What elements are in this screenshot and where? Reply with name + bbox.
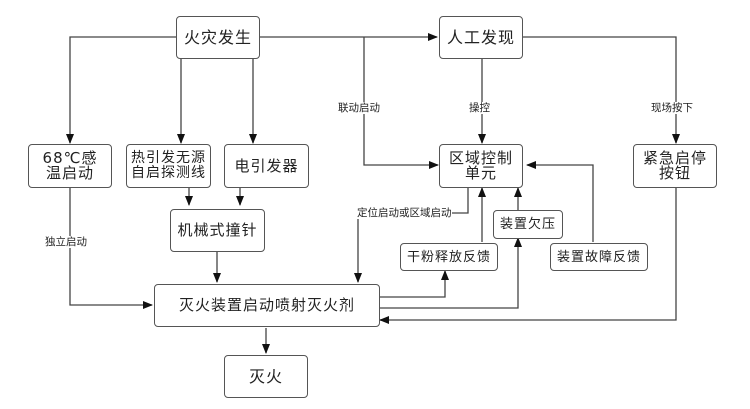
edge-fault-to-zone — [526, 161, 594, 242]
node-temp-sensor: 68℃感 温启动 — [28, 144, 112, 188]
node-emergency-button: 紧急启停 按钮 — [633, 144, 717, 188]
edge-button-to-spray — [379, 187, 677, 324]
label-press-on-site: 现场按下 — [651, 102, 693, 114]
node-mech-pin: 机械式撞针 — [170, 209, 265, 252]
edge-spray-to-powder — [380, 270, 449, 298]
label-independent-start: 独立启动 — [45, 236, 87, 248]
node-heat-wire: 热引发无源 自启探测线 — [126, 144, 211, 188]
node-device-spray: 灭火装置启动喷射灭火剂 — [154, 284, 380, 327]
edge-linkage-to-zone — [363, 37, 439, 169]
edge-spray-to-undervoltage — [380, 237, 522, 309]
edge-manual-to-button — [523, 36, 680, 144]
node-fault-feedback: 装置故障反馈 — [550, 243, 648, 271]
edge-fire-to-temp — [66, 36, 176, 144]
node-zone-control: 区域控制 单元 — [439, 144, 523, 188]
label-position-or-zone-start: 定位启动或区域启动 — [357, 207, 452, 219]
node-undervoltage: 装置欠压 — [493, 210, 563, 239]
node-fire-occurs: 火灾发生 — [176, 16, 260, 59]
node-manual-discovery: 人工发现 — [439, 16, 523, 59]
node-electric-trigger: 电引发器 — [224, 144, 309, 188]
node-extinguished: 灭火 — [224, 355, 308, 398]
label-operate: 操控 — [469, 102, 490, 114]
edge-temp-to-spray — [69, 187, 153, 309]
node-powder-feedback: 干粉释放反馈 — [400, 243, 498, 271]
label-linkage-start: 联动启动 — [338, 102, 380, 114]
